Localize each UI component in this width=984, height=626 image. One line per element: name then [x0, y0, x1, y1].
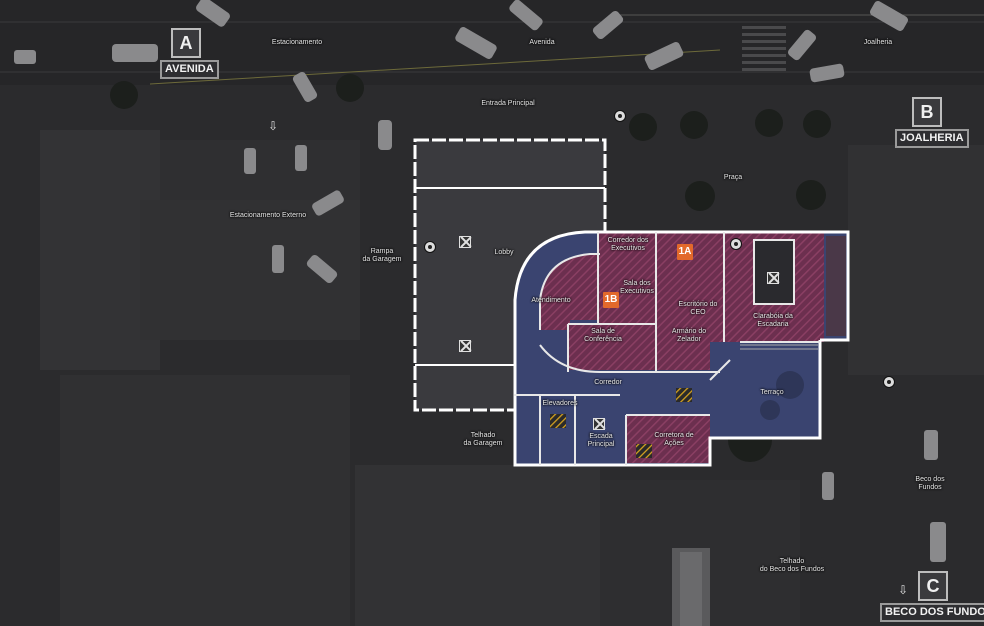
label-sala-conferencia: Sala de Conferência — [584, 328, 622, 343]
label-elevadores: Elevadores — [542, 400, 578, 407]
label-lobby: Lobby — [494, 249, 514, 256]
camera-icon[interactable] — [424, 241, 436, 253]
spawn-a-badge[interactable]: A — [171, 28, 201, 58]
spawn-arrow-icon: ⇩ — [898, 583, 909, 597]
label-escada-principal: Escada Principal — [587, 433, 615, 448]
spawn-c-label[interactable]: BECO DOS FUNDOS — [880, 603, 984, 622]
label-sala-executivos: Sala dos Executivos — [620, 280, 654, 295]
label-telhado-garagem: Telhado da Garagem — [463, 432, 503, 447]
spawn-b-badge[interactable]: B — [912, 97, 942, 127]
label-rampa-garagem: Rampa da Garagem — [362, 248, 402, 263]
spawn-arrow-icon: ⇩ — [268, 119, 279, 133]
camera-icon[interactable] — [730, 238, 742, 250]
camera-icon[interactable] — [883, 376, 895, 388]
spawn-b-label[interactable]: JOALHERIA — [895, 129, 969, 148]
label-telhado-beco: Telhado do Beco dos Fundos — [759, 558, 825, 573]
hatch-icon — [459, 340, 471, 352]
label-estacionamento: Estacionamento — [271, 39, 323, 46]
label-beco-fundos: Beco dos Fundos — [915, 476, 945, 491]
label-atendimento: Atendimento — [531, 297, 571, 304]
camera-icon[interactable] — [614, 110, 626, 122]
spawn-c-badge[interactable]: C — [918, 571, 948, 601]
hatch-icon — [593, 418, 605, 430]
label-joalheria: Joalheria — [863, 39, 893, 46]
label-corredor: Corredor — [594, 379, 622, 386]
label-claraboia-escadaria: Clarabóia da Escadaria — [753, 313, 793, 328]
label-armario-zelador: Armário do Zelador — [671, 328, 707, 343]
site-1a-marker[interactable]: 1A — [677, 244, 693, 260]
label-terraco: Terraço — [760, 389, 784, 396]
label-escritorio-ceo: Escritório do CEO — [678, 301, 718, 316]
hatch-icon — [459, 236, 471, 248]
label-praca: Praça — [723, 174, 743, 181]
label-corretora-acoes: Corretora de Ações — [654, 432, 694, 447]
label-avenida: Avenida — [529, 39, 555, 46]
hatch-icon — [767, 272, 779, 284]
label-corredor-executivos: Corredor dos Executivos — [607, 237, 649, 252]
label-estacionamento-externo: Estacionamento Externo — [229, 212, 307, 219]
spawn-a-label[interactable]: AVENIDA — [160, 60, 219, 79]
label-entrada-principal: Entrada Principal — [481, 100, 535, 107]
site-1b-marker[interactable]: 1B — [603, 292, 619, 308]
